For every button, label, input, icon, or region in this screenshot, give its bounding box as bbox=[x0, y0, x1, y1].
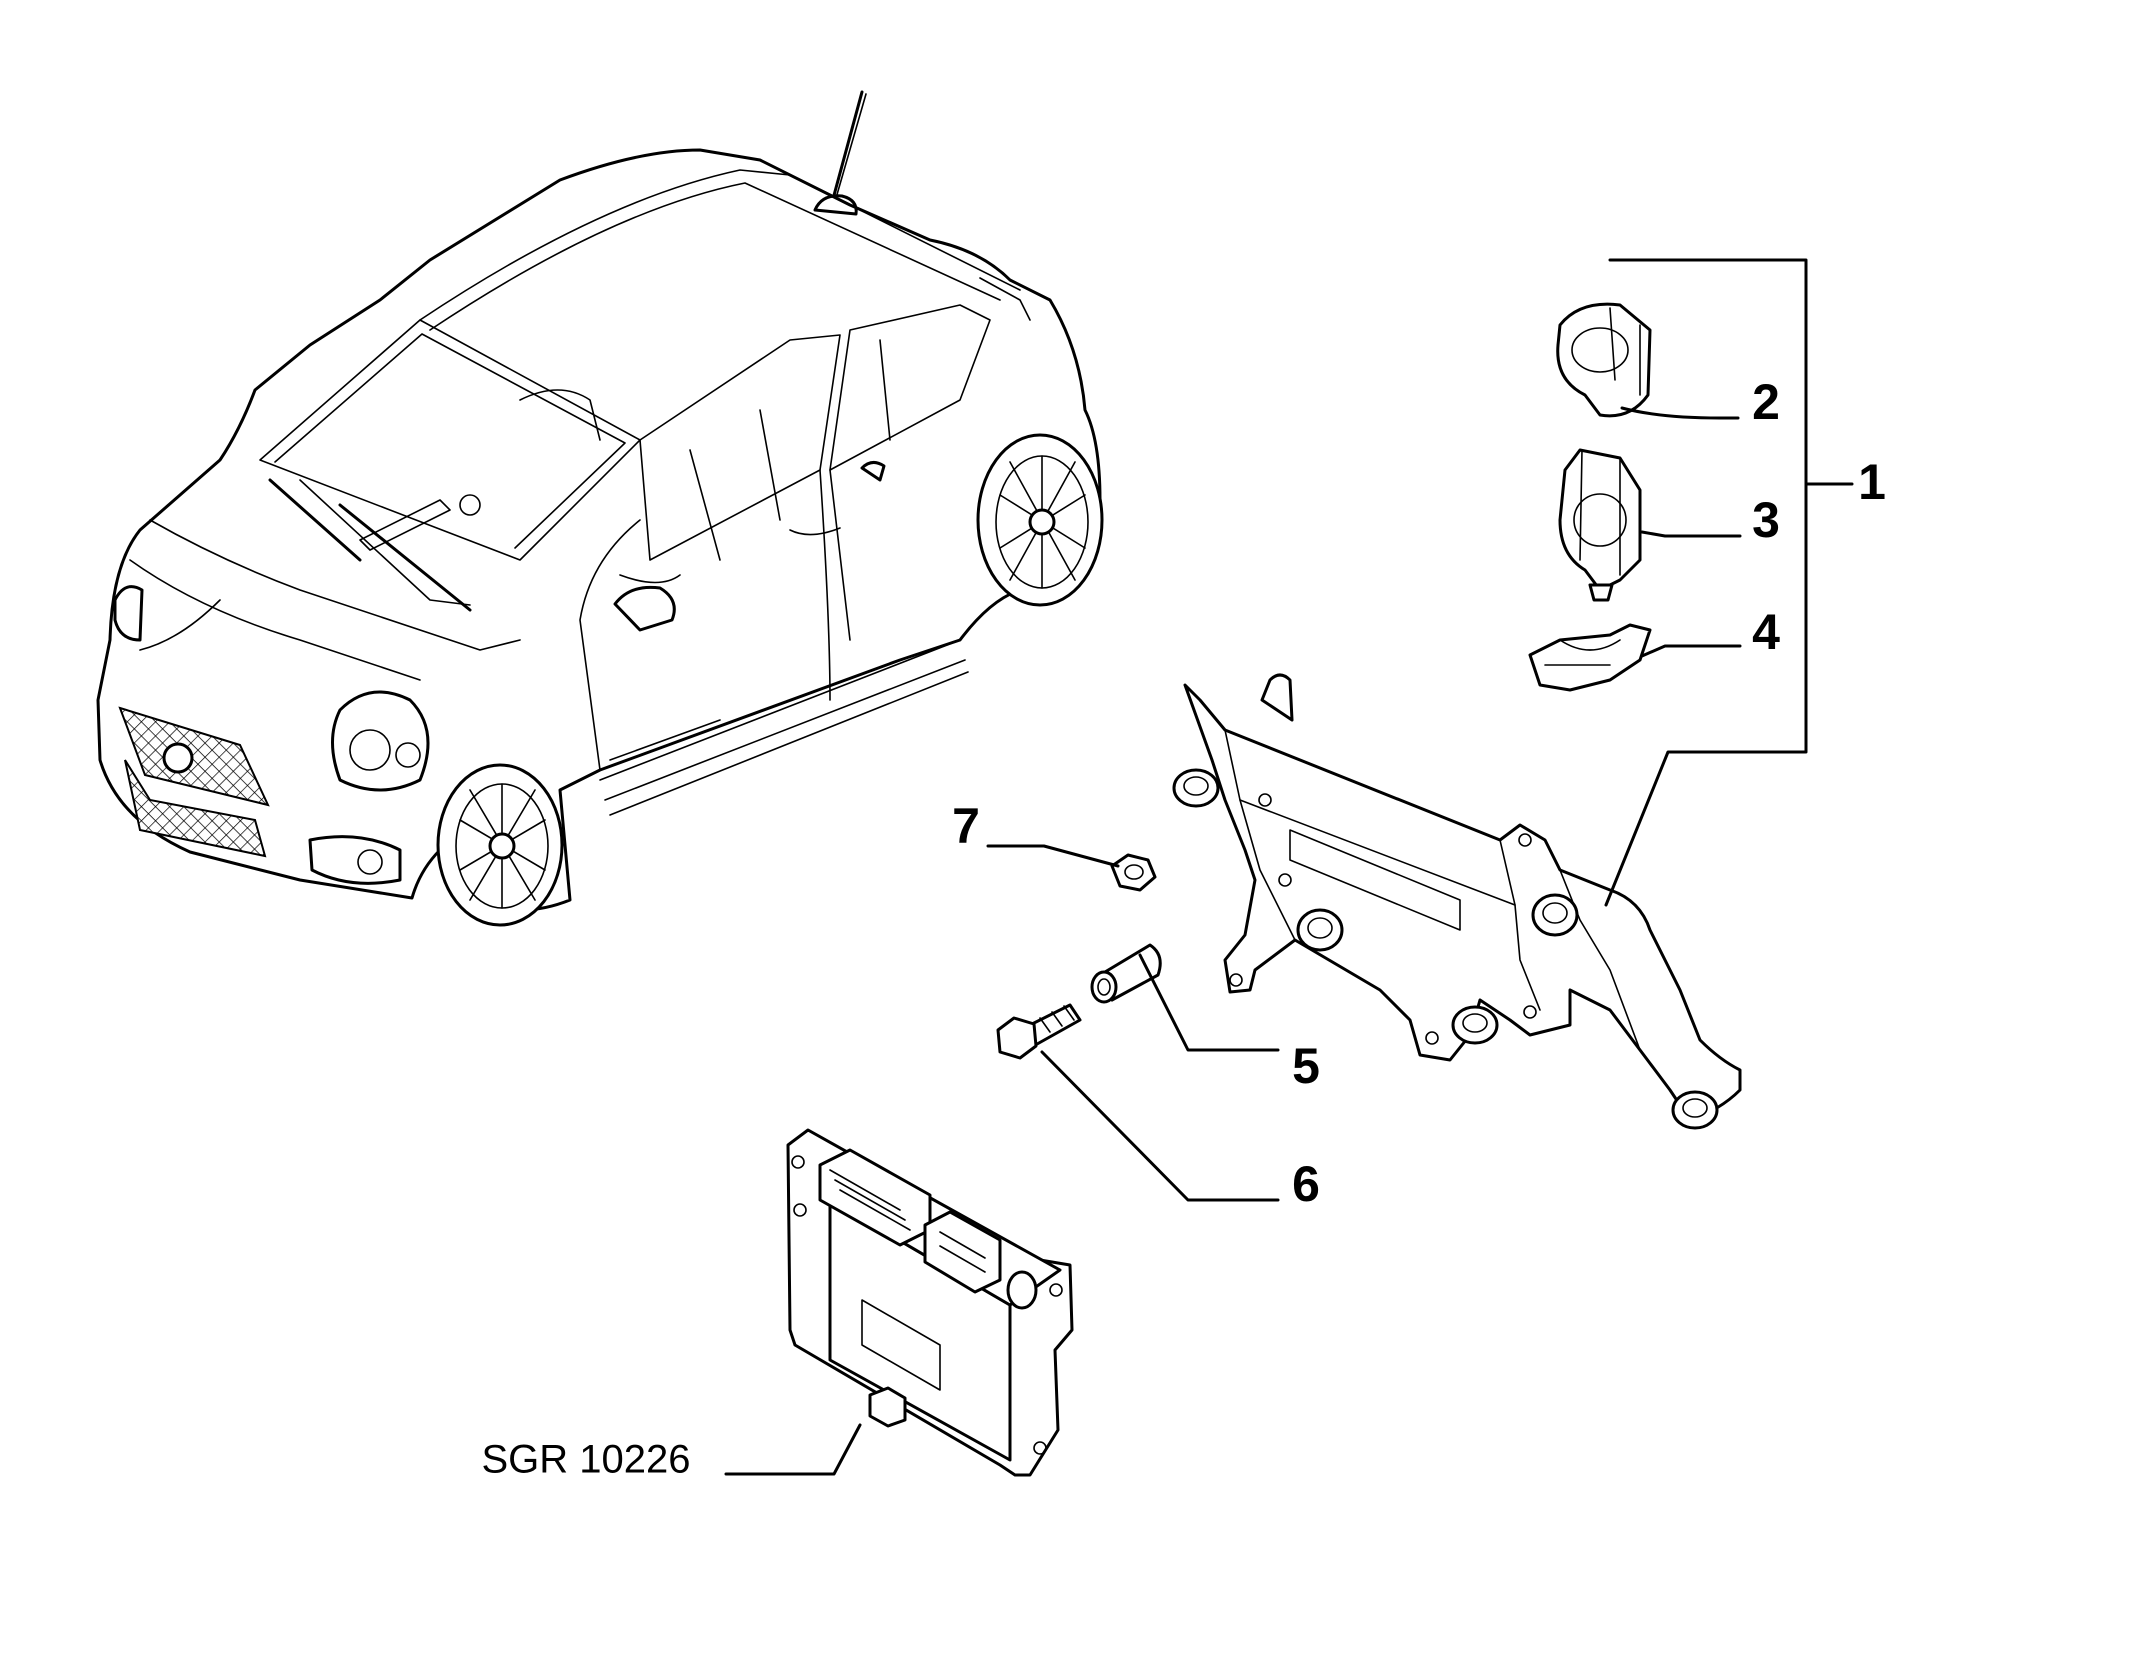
callout-6: 6 bbox=[1292, 1156, 1320, 1212]
callout-1: 1 bbox=[1858, 454, 1886, 510]
callout-5: 5 bbox=[1292, 1038, 1320, 1094]
callout-3: 3 bbox=[1752, 492, 1780, 548]
cable-clip-icon bbox=[1558, 448, 1642, 602]
callout-4: 4 bbox=[1752, 604, 1780, 660]
callout-7: 7 bbox=[952, 798, 980, 854]
nut-icon bbox=[1110, 853, 1157, 892]
callout-2: 2 bbox=[1752, 374, 1780, 430]
control-unit-icon bbox=[786, 1128, 1074, 1477]
reference-code: SGR 10226 bbox=[481, 1438, 690, 1482]
bolt-icon bbox=[996, 1003, 1082, 1060]
mounting-bracket-icon bbox=[1172, 673, 1742, 1130]
spacer-bushing-icon bbox=[1090, 943, 1162, 1004]
cable-clip-icon bbox=[1528, 623, 1652, 692]
leader-lines bbox=[724, 258, 1854, 1476]
car-icon bbox=[96, 90, 1104, 927]
cable-clip-icon bbox=[1556, 302, 1652, 418]
